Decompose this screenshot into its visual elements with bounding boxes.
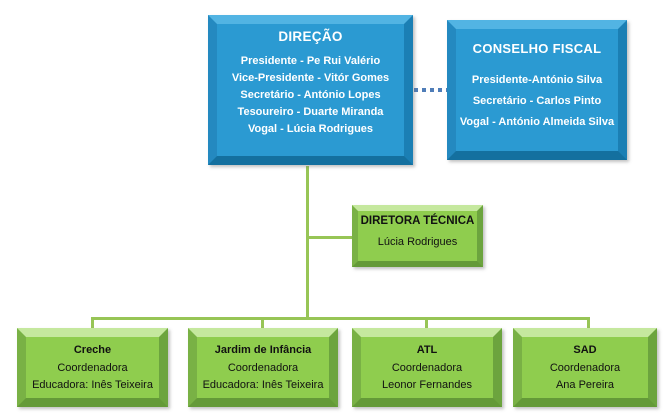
direcao-members: Presidente - Pe Rui Valério Vice-Preside… <box>217 53 404 138</box>
dept-person: Ana Pereira <box>555 379 615 392</box>
dept-title: SAD <box>573 343 597 356</box>
connector-bus <box>91 317 590 320</box>
connector-stub-atl <box>425 319 428 328</box>
diretora-tecnica-name: Lúcia Rodrigues <box>377 236 458 248</box>
conselho-member: Vogal - António Almeida Silva <box>459 116 615 128</box>
dept-person: Educadora: Inês Teixeira <box>202 379 324 392</box>
conselho-member: Secretário - Carlos Pinto <box>472 95 602 107</box>
conselho-fiscal-box: CONSELHO FISCAL Presidente-António Silva… <box>447 20 627 160</box>
connector-stub-creche <box>91 319 94 328</box>
dept-box-jardim-de-infancia: Jardim de Infância Coordenadora Educador… <box>188 328 338 407</box>
dept-box-creche: Creche Coordenadora Educadora: Inês Teix… <box>17 328 168 407</box>
dept-role: Coordenadora <box>57 361 128 374</box>
dept-person: Leonor Fernandes <box>382 379 472 392</box>
dept-person: Educadora: Inês Teixeira <box>32 379 153 392</box>
dept-title: Jardim de Infância <box>214 343 312 356</box>
dept-box-atl: ATL Coordenadora Leonor Fernandes <box>352 328 502 407</box>
connector-stub-jardim <box>261 319 264 328</box>
connector-dotted-conselho <box>414 88 447 92</box>
dept-role: Coordenadora <box>391 361 463 374</box>
direcao-member: Secretário - António Lopes <box>240 89 381 101</box>
direcao-member: Vogal - Lúcia Rodrigues <box>247 123 374 135</box>
dept-title: ATL <box>416 343 438 356</box>
direcao-title: DIREÇÃO <box>278 29 343 44</box>
dept-role: Coordenadora <box>549 361 621 374</box>
dept-role: Coordenadora <box>227 361 299 374</box>
connector-trunk <box>306 166 309 318</box>
direcao-member: Vice-Presidente - Vitór Gomes <box>231 72 390 84</box>
diretora-tecnica-box: DIRETORA TÉCNICA Lúcia Rodrigues <box>352 205 483 267</box>
connector-branch-diretora <box>306 236 353 239</box>
conselho-fiscal-title: CONSELHO FISCAL <box>472 41 602 56</box>
conselho-fiscal-members: Presidente-António Silva Secretário - Ca… <box>456 70 618 133</box>
connector-stub-sad <box>587 319 590 328</box>
direcao-member: Tesoureiro - Duarte Miranda <box>237 106 384 118</box>
direcao-box: DIREÇÃO Presidente - Pe Rui Valério Vice… <box>208 15 413 165</box>
diretora-tecnica-title: DIRETORA TÉCNICA <box>360 215 475 227</box>
dept-box-sad: SAD Coordenadora Ana Pereira <box>513 328 657 407</box>
direcao-member: Presidente - Pe Rui Valério <box>240 55 381 67</box>
dept-title: Creche <box>73 343 112 356</box>
conselho-member: Presidente-António Silva <box>471 74 603 86</box>
